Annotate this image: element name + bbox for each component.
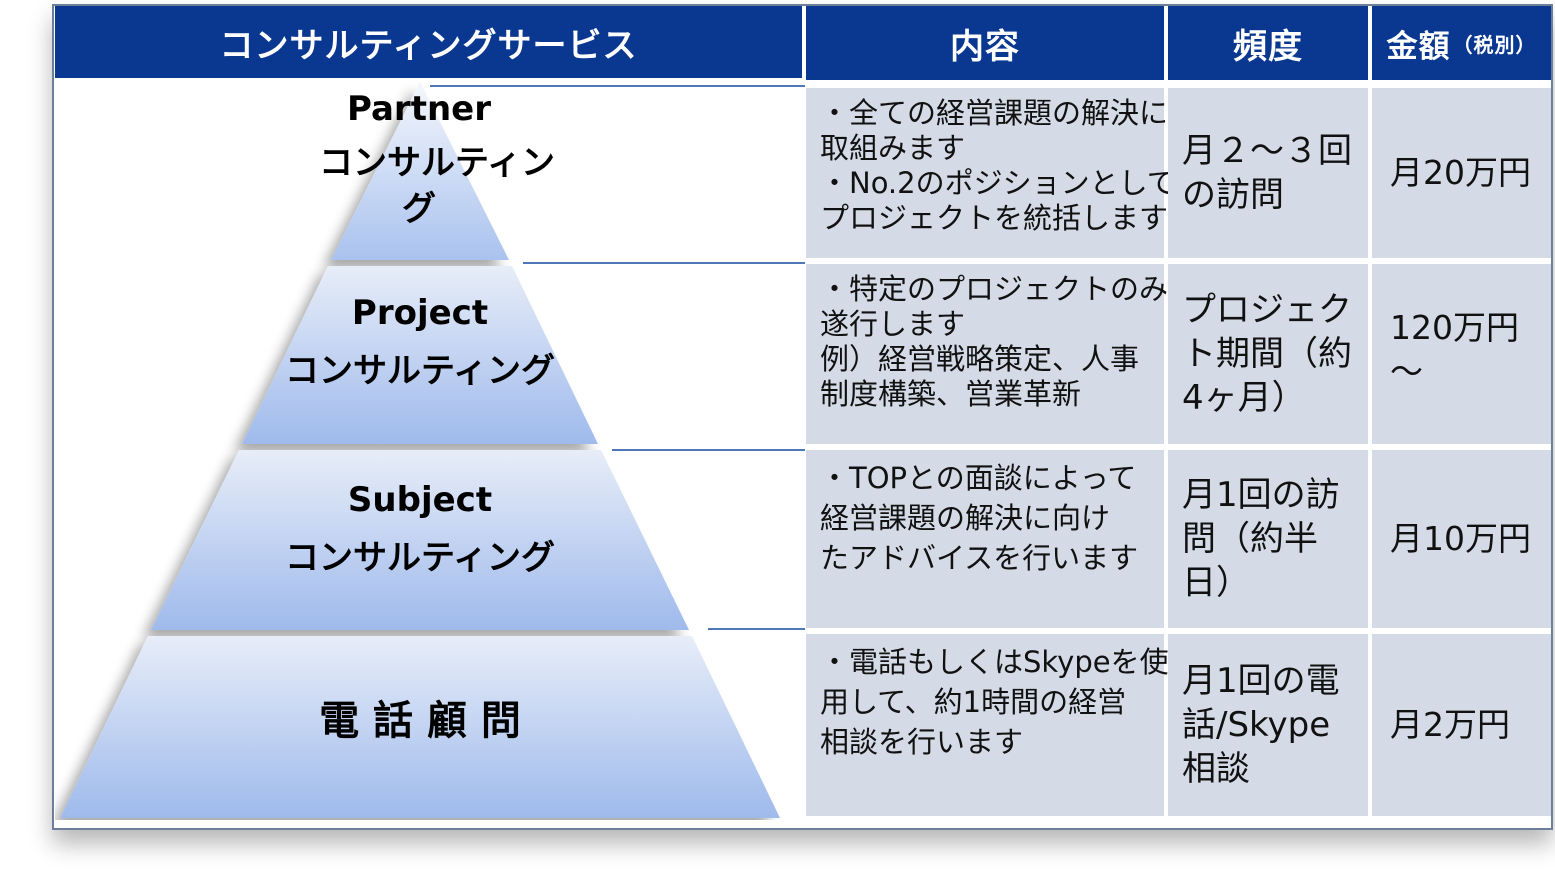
pyramid-tier-project — [242, 266, 598, 444]
content-line: 用して、約1時間の経営 — [820, 685, 1127, 719]
pyramid-tier-subject — [151, 450, 689, 630]
header-price-note: （税別） — [1452, 32, 1537, 57]
tier-label-subject: Subject コンサルティング — [270, 477, 570, 581]
row-partner-price: 月20万円 — [1372, 88, 1551, 258]
frequency-line: 相談 — [1182, 749, 1250, 789]
content-line: ・TOPとの面談によって — [820, 461, 1137, 495]
header-service: コンサルティングサービス — [55, 6, 802, 78]
row-subject-frequency: 月1回の訪 問（約半 日） — [1168, 450, 1368, 628]
price-line: 月2万円 — [1390, 705, 1510, 744]
row-phone-price: 月2万円 — [1372, 634, 1551, 816]
content-line: 遂行します — [820, 307, 966, 341]
tier-label-partner: Partner コンサルティン グ — [319, 86, 555, 232]
header-content: 内容 — [806, 6, 1164, 80]
pyramid-tier-phone — [60, 636, 780, 818]
tier-label-phone: 電 話 顧 問 — [270, 698, 570, 744]
frequency-line: 月２〜３回 — [1182, 131, 1352, 171]
row-project-content: ・特定のプロジェクトのみ 遂行します 例）経営戦略策定、人事 制度構築、営業革新 — [806, 264, 1169, 444]
price-line: 月20万円 — [1390, 153, 1531, 192]
frequency-line: 月1回の訪 — [1182, 475, 1340, 515]
frequency-line: 日） — [1182, 563, 1250, 603]
tier-sub-line: コンサルティン — [319, 143, 555, 183]
pyramid-tier-partner — [331, 82, 509, 260]
row-partner-frequency: 月２〜３回 の訪問 — [1168, 88, 1368, 258]
content-line: ・全ての経営課題の解決に — [820, 96, 1169, 130]
row-phone-frequency: 月1回の電 話/Skype 相談 — [1168, 634, 1368, 816]
content-line: ・特定のプロジェクトのみ — [820, 272, 1169, 306]
frequency-line: 問（約半 — [1182, 519, 1318, 559]
tier-name: 電 話 顧 問 — [319, 698, 521, 744]
frequency-line: の訪問 — [1182, 175, 1284, 215]
content-line: ・電話もしくはSkypeを使 — [820, 645, 1169, 679]
row-project-price: 120万円 〜 — [1372, 264, 1551, 444]
content-line: 例）経営戦略策定、人事 — [820, 342, 1140, 376]
row-project-frequency: プロジェク ト期間（約 4ヶ月） — [1168, 264, 1368, 444]
header-content-label: 内容 — [950, 26, 1020, 67]
content-line: 取組みます — [820, 131, 966, 165]
header-frequency: 頻度 — [1168, 6, 1368, 80]
service-pyramid — [60, 82, 780, 818]
tier-name: Project — [351, 293, 489, 333]
connector-line-4 — [708, 628, 805, 630]
tier-sub-line: グ — [402, 189, 436, 229]
content-line: 経営課題の解決に向け — [820, 501, 1111, 535]
header-service-label: コンサルティングサービス — [219, 25, 638, 66]
tier-sub-line: コンサルティング — [285, 351, 555, 391]
content-line: ・No.2のポジションとして、 — [820, 166, 1204, 200]
content-line: 制度構築、営業革新 — [820, 377, 1082, 411]
frequency-line: ト期間（約 — [1182, 334, 1352, 374]
frequency-line: 4ヶ月） — [1182, 378, 1306, 418]
frequency-line: 月1回の電 — [1182, 661, 1340, 701]
tier-name: Partner — [346, 89, 491, 129]
header-price-label: 金額 — [1386, 28, 1451, 65]
row-phone-content: ・電話もしくはSkypeを使 用して、約1時間の経営 相談を行います — [806, 634, 1169, 816]
header-price: 金額（税別） — [1372, 6, 1551, 80]
row-subject-price: 月10万円 — [1372, 450, 1551, 628]
content-line: 相談を行います — [820, 725, 1024, 759]
header-frequency-label: 頻度 — [1233, 26, 1303, 67]
connector-line-1 — [430, 85, 805, 87]
row-partner-content: ・全ての経営課題の解決に 取組みます ・No.2のポジションとして、 プロジェク… — [806, 88, 1204, 258]
frequency-line: 話/Skype — [1182, 705, 1331, 745]
price-line: 〜 — [1390, 352, 1423, 391]
connector-line-2 — [523, 262, 805, 264]
tier-name: Subject — [347, 480, 493, 520]
price-line: 120万円 — [1390, 308, 1519, 347]
content-line: たアドバイスを行います — [820, 541, 1139, 575]
connector-line-3 — [612, 449, 805, 451]
tier-sub-line: コンサルティング — [285, 538, 555, 578]
price-line: 月10万円 — [1390, 519, 1531, 558]
row-subject-content: ・TOPとの面談によって 経営課題の解決に向け たアドバイスを行います — [806, 450, 1164, 628]
content-line: プロジェクトを統括します — [820, 201, 1169, 235]
tier-label-project: Project コンサルティング — [270, 290, 570, 394]
frequency-line: プロジェク — [1182, 290, 1352, 330]
